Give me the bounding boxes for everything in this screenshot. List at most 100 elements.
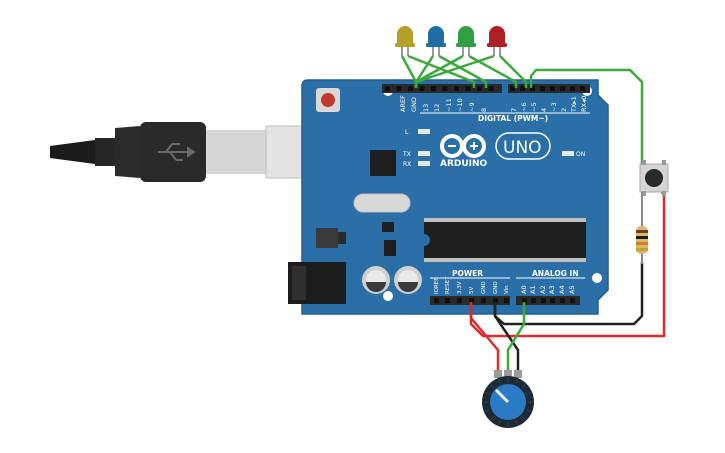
digital-pin-label: ~11 bbox=[445, 98, 453, 112]
on-label: ON bbox=[576, 151, 585, 158]
pot-vcc-wire[interactable] bbox=[469, 302, 500, 372]
pushbutton[interactable] bbox=[639, 160, 669, 196]
header-pin[interactable] bbox=[385, 86, 390, 91]
digital-pin-label: 4 bbox=[540, 108, 548, 112]
digital-pin-label: 8 bbox=[480, 108, 488, 112]
header-pin[interactable] bbox=[434, 298, 439, 303]
rx-label: RX bbox=[403, 161, 411, 168]
led-yellow[interactable] bbox=[395, 26, 415, 56]
header-pin[interactable] bbox=[531, 298, 536, 303]
small-chip bbox=[382, 222, 394, 232]
pot-signal-wire[interactable] bbox=[506, 302, 526, 372]
header-pin[interactable] bbox=[510, 86, 515, 91]
l-label: L bbox=[405, 129, 409, 136]
header-pin[interactable] bbox=[396, 86, 402, 91]
uno-badge bbox=[495, 132, 551, 160]
led-wire[interactable] bbox=[468, 54, 518, 88]
header-pin[interactable] bbox=[454, 86, 459, 91]
usb-icon bbox=[158, 143, 196, 161]
status-leds: L TX RX ON bbox=[402, 129, 585, 168]
digital-pin-label: AREF bbox=[399, 95, 407, 112]
header-pin[interactable] bbox=[522, 298, 527, 303]
pcb bbox=[301, 79, 609, 315]
power-pin-label: GND bbox=[493, 281, 499, 294]
led-wires bbox=[400, 54, 528, 88]
led-wire[interactable] bbox=[438, 54, 488, 88]
reset-button[interactable] bbox=[316, 88, 340, 112]
header-pin[interactable] bbox=[465, 86, 471, 91]
analog-header-label: ANALOG IN bbox=[532, 269, 579, 278]
wires bbox=[400, 54, 666, 372]
button-signal-wire[interactable] bbox=[529, 68, 644, 168]
header-pin[interactable] bbox=[408, 86, 413, 91]
resistor[interactable] bbox=[636, 192, 648, 264]
header-pin[interactable] bbox=[530, 86, 535, 91]
header-pin[interactable] bbox=[570, 298, 575, 303]
potentiometer[interactable] bbox=[482, 370, 534, 428]
header-pin[interactable] bbox=[580, 86, 585, 91]
digital-pin-label: ~3 bbox=[550, 102, 558, 112]
header-pin[interactable] bbox=[469, 298, 474, 303]
header-pin[interactable] bbox=[570, 86, 575, 91]
analog-pin-label: A2 bbox=[539, 285, 547, 294]
header-pin[interactable] bbox=[442, 86, 448, 91]
digital-pin-label: 7 bbox=[510, 108, 518, 112]
led-wire[interactable] bbox=[499, 55, 528, 88]
header-pin[interactable] bbox=[541, 298, 546, 303]
digital-pin-label: 13 bbox=[422, 104, 430, 112]
power-header-label: POWER bbox=[452, 269, 483, 278]
usb-cable[interactable] bbox=[50, 122, 317, 182]
led-green[interactable] bbox=[456, 26, 476, 56]
power-pin-label: RESET bbox=[445, 276, 451, 294]
digital-pin-label: ~6 bbox=[520, 102, 528, 112]
digital-header-label: DIGITAL (PWM~) bbox=[478, 114, 548, 123]
header-pin[interactable] bbox=[477, 86, 482, 91]
digital-pin-label: TX▸1 bbox=[570, 96, 578, 113]
power-jack bbox=[288, 262, 346, 304]
header-pin[interactable] bbox=[431, 86, 436, 91]
power-pin-label: 5V bbox=[469, 287, 475, 294]
led-red[interactable] bbox=[487, 26, 507, 56]
header-pin[interactable] bbox=[550, 298, 555, 303]
header-pin[interactable] bbox=[520, 86, 525, 91]
header-pin[interactable] bbox=[481, 298, 486, 303]
header-pin[interactable] bbox=[488, 86, 494, 91]
pot-gnd-wire[interactable] bbox=[493, 302, 520, 372]
analog-pin-label: A4 bbox=[558, 285, 566, 294]
header-pin[interactable] bbox=[560, 298, 565, 303]
header-pin[interactable] bbox=[560, 86, 565, 91]
capacitor bbox=[362, 266, 390, 294]
digital-pin-label: ~9 bbox=[468, 102, 476, 112]
header-pin[interactable] bbox=[493, 298, 498, 303]
digital-pin-label: GND bbox=[410, 97, 418, 112]
crystal bbox=[353, 193, 411, 213]
analog-pin-label: A1 bbox=[529, 285, 537, 294]
small-chip bbox=[384, 240, 396, 256]
voltage-regulator bbox=[316, 228, 338, 248]
power-pin-label: Vin bbox=[504, 285, 510, 294]
header-pin[interactable] bbox=[504, 298, 509, 303]
header-pin[interactable] bbox=[540, 86, 545, 91]
brand-text: ARDUINO bbox=[440, 159, 488, 169]
led-wire[interactable] bbox=[414, 54, 495, 88]
digital-pin-label: RX◂0 bbox=[580, 96, 588, 112]
header-pin[interactable] bbox=[550, 86, 555, 91]
analog-header bbox=[516, 296, 580, 305]
usb-plug-metal bbox=[206, 130, 268, 174]
power-pin-label: IOREF bbox=[434, 278, 440, 294]
digital-pin-label: 2 bbox=[560, 108, 568, 112]
header-pin[interactable] bbox=[457, 298, 462, 303]
led-blue[interactable] bbox=[426, 26, 446, 56]
analog-pin-label: A0 bbox=[520, 285, 528, 294]
header-pin[interactable] bbox=[419, 86, 425, 91]
capacitor bbox=[394, 266, 422, 294]
power-pin-label: GND bbox=[481, 281, 487, 294]
header-pin[interactable] bbox=[445, 298, 450, 303]
mount-hole bbox=[383, 291, 393, 301]
led-wire[interactable] bbox=[407, 54, 476, 88]
tx-label: TX bbox=[402, 151, 411, 158]
